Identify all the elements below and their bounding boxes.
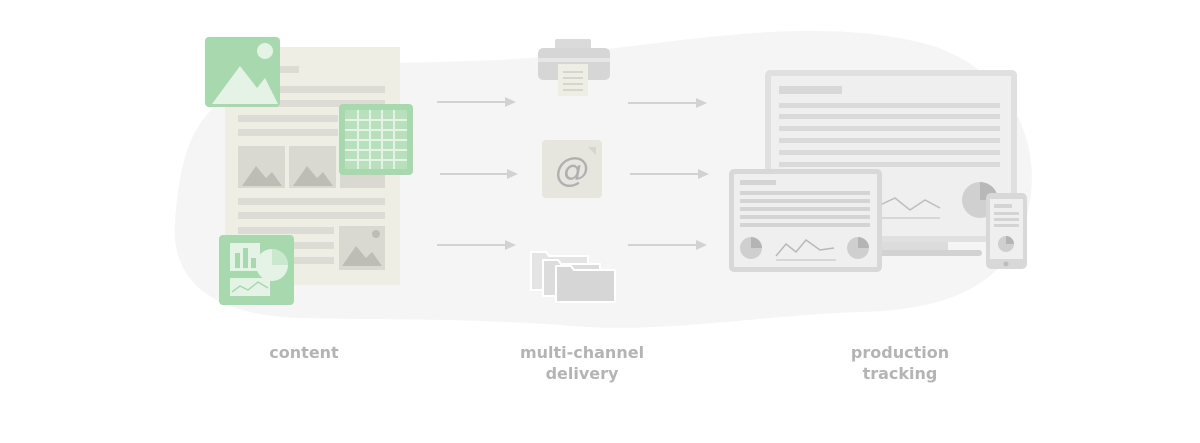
caption-content-line-1: content: [269, 343, 339, 362]
spreadsheet-icon: [339, 104, 413, 175]
svg-text:@: @: [555, 150, 589, 190]
arrows-to-tracking: [628, 98, 709, 250]
arrows-to-delivery: [437, 97, 518, 250]
image-icon: [205, 37, 280, 107]
phone-icon: [986, 193, 1027, 269]
desktop-monitor-icon: [765, 70, 1017, 256]
caption-tracking-line-2: tracking: [862, 364, 938, 383]
folders-icon: [530, 251, 616, 303]
caption-delivery-line-2: delivery: [545, 364, 619, 383]
report-icon: [219, 235, 294, 305]
email-icon: @: [542, 140, 602, 198]
printer-icon: [538, 39, 610, 96]
caption-content: content: [194, 342, 414, 363]
caption-delivery-line-1: multi-channel: [519, 343, 645, 362]
caption-delivery: multi-channel delivery: [472, 342, 692, 384]
tablet-icon: [729, 169, 882, 272]
caption-tracking: production tracking: [790, 342, 1010, 384]
caption-tracking-line-1: production: [850, 343, 950, 362]
